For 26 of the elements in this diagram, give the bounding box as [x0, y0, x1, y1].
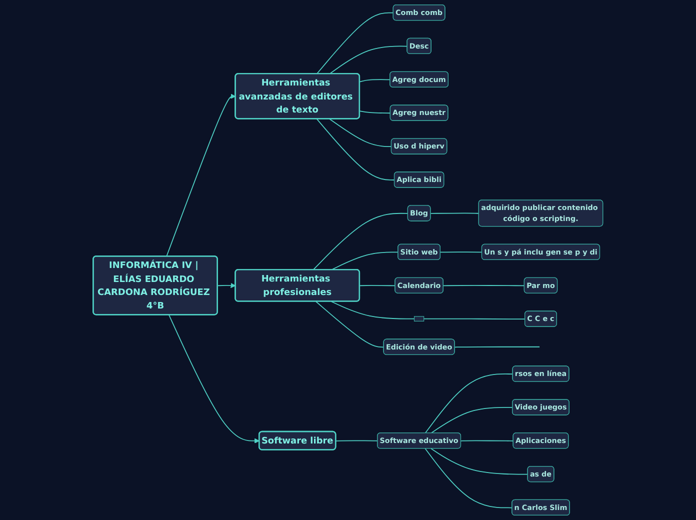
connector	[359, 110, 391, 114]
connector	[460, 440, 514, 442]
connector	[442, 285, 525, 286]
connector	[315, 301, 384, 348]
connector	[359, 79, 391, 82]
connector	[329, 46, 408, 74]
connector	[424, 448, 513, 508]
connector	[423, 318, 526, 320]
connector	[316, 12, 394, 74]
arrow	[166, 94, 236, 257]
connector	[430, 212, 480, 214]
connector	[359, 285, 396, 286]
connector	[440, 252, 482, 253]
connector	[430, 448, 528, 475]
connector	[316, 118, 395, 180]
connector	[312, 212, 408, 270]
connector	[329, 118, 392, 148]
connector	[454, 346, 540, 348]
connector	[424, 374, 514, 434]
arrow	[217, 282, 236, 288]
connector	[330, 252, 399, 270]
connector	[330, 301, 415, 320]
node-box	[414, 316, 424, 322]
connector	[335, 440, 378, 442]
connector	[430, 406, 514, 434]
arrow	[168, 314, 260, 444]
